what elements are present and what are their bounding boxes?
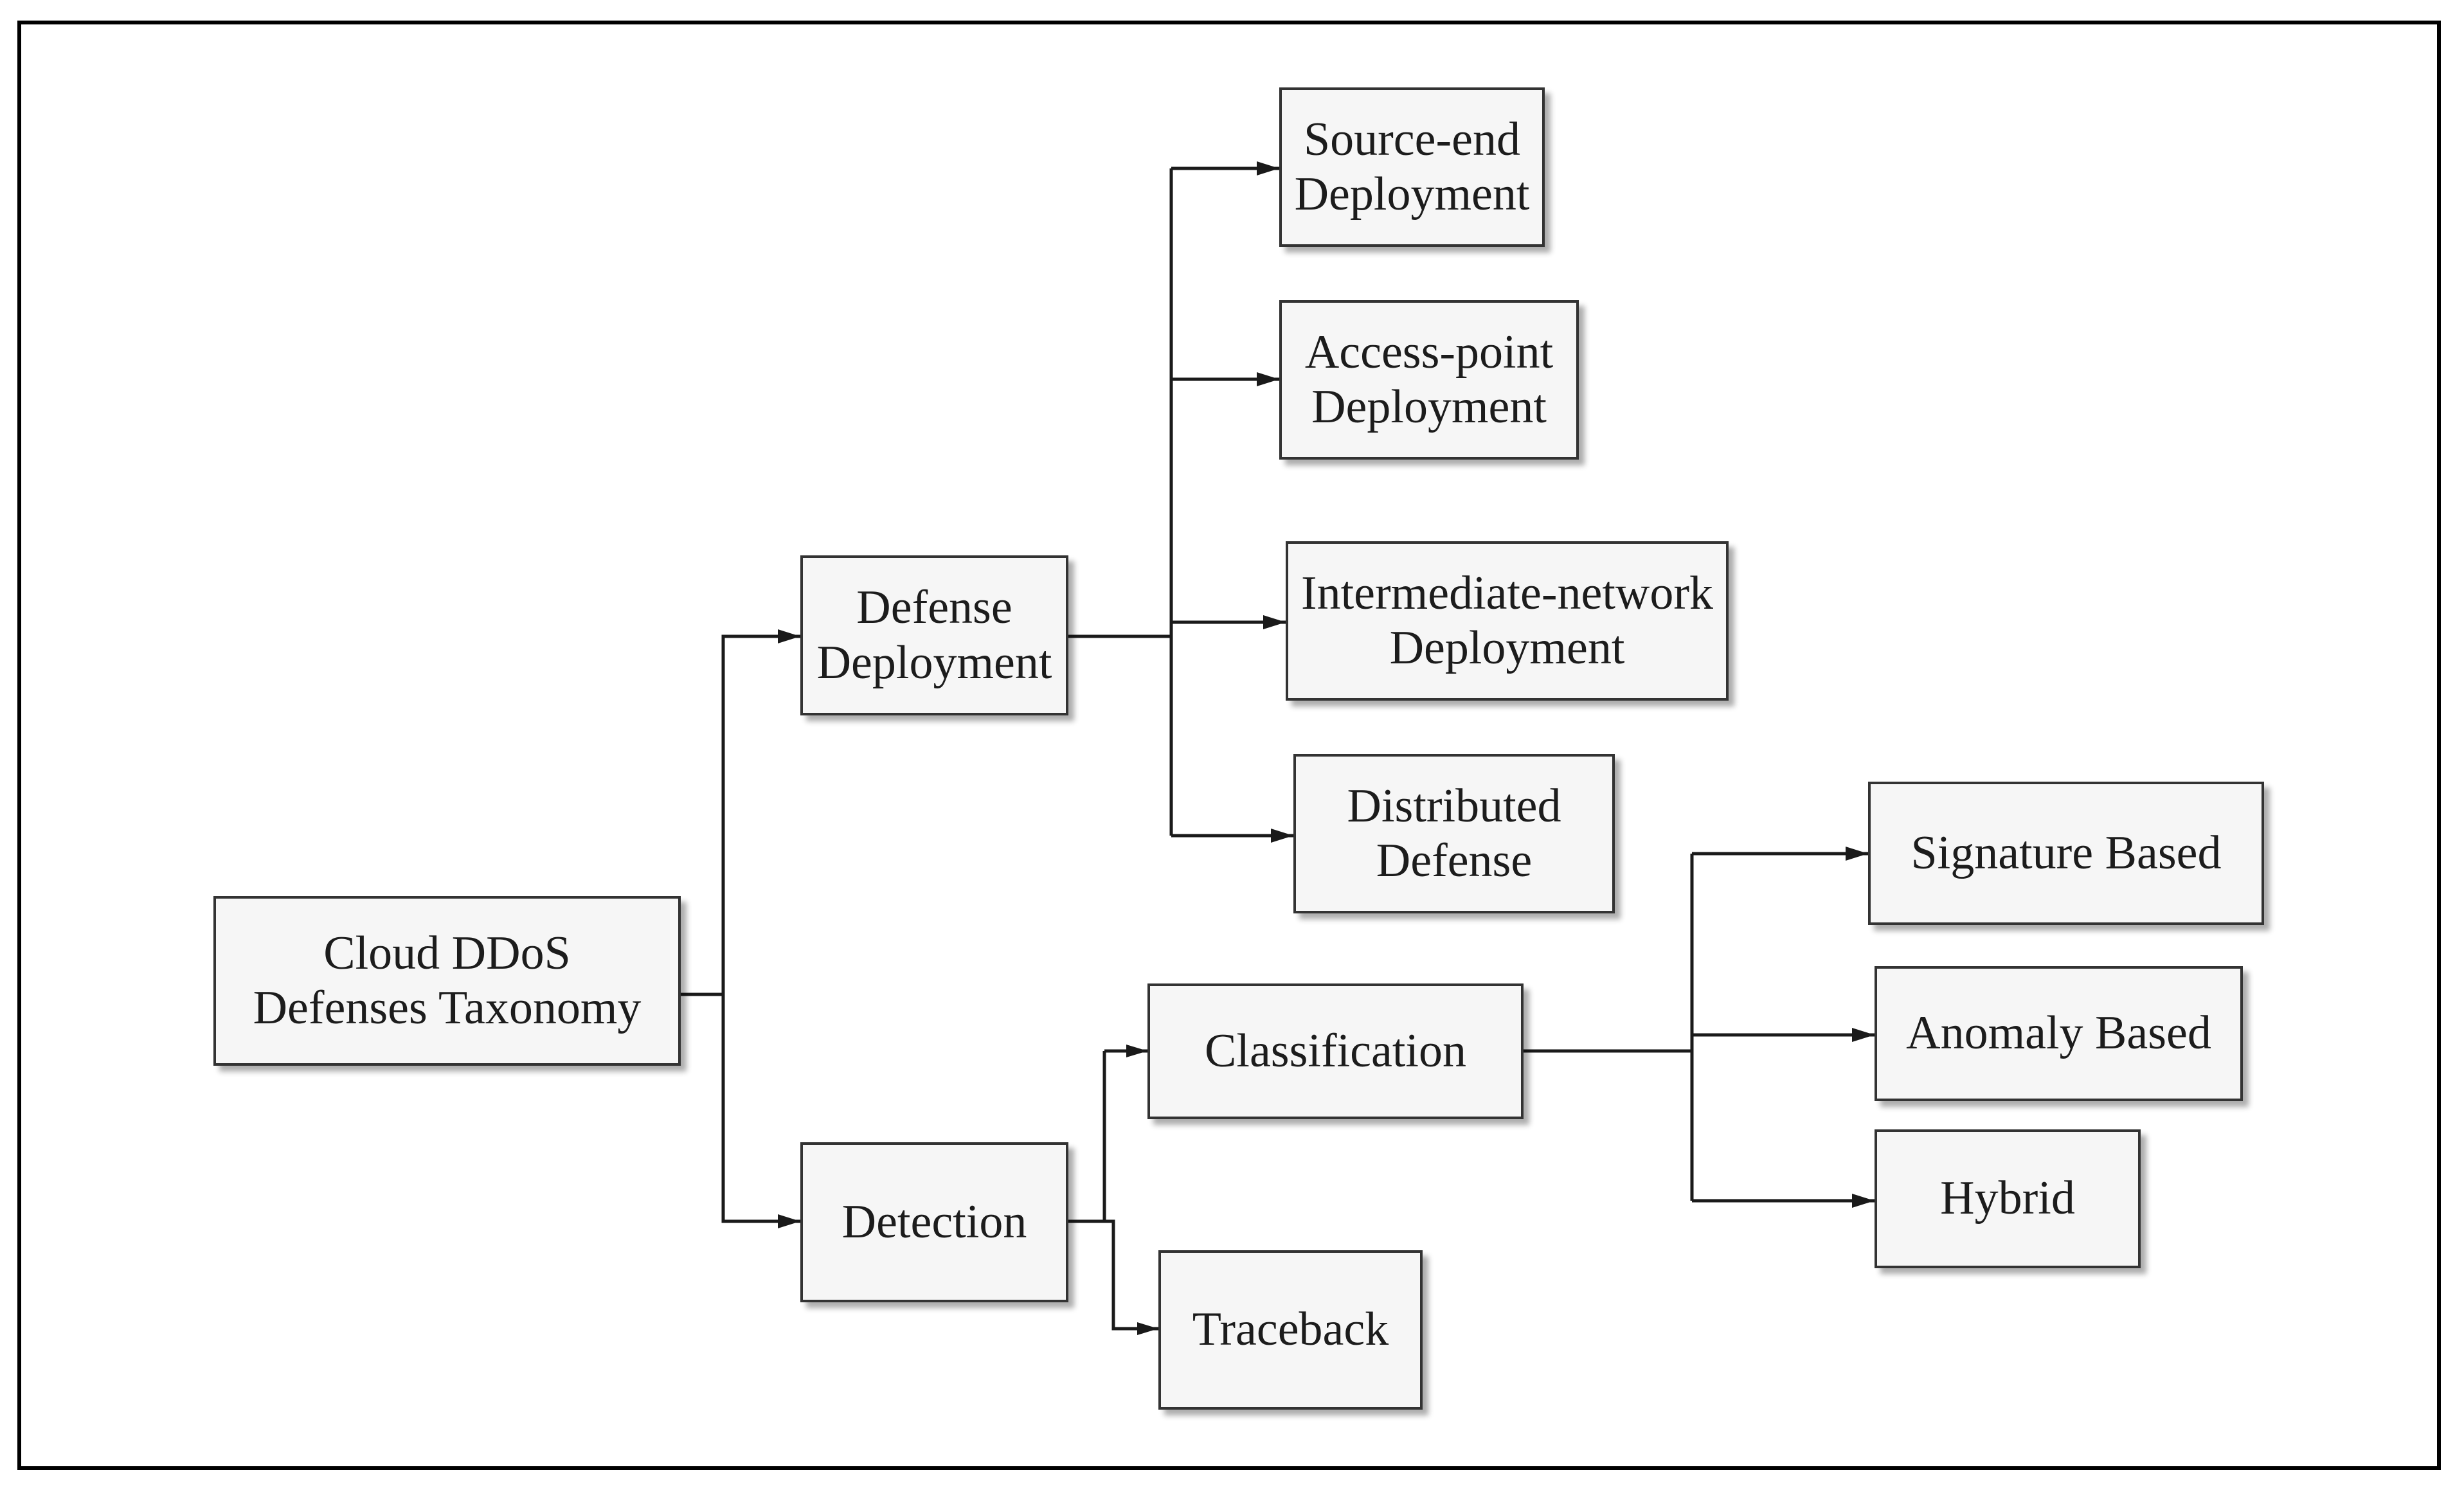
arrowhead-classification (1126, 1045, 1147, 1057)
node-intermediate-network-deployment: Intermediate-network Deployment (1286, 541, 1729, 701)
node-distributed-defense: Distributed Defense (1293, 754, 1615, 913)
node-detection: Detection (800, 1142, 1068, 1302)
node-classification: Classification (1147, 983, 1524, 1119)
node-defense-deployment: Defense Deployment (800, 555, 1068, 715)
connector-detection-trunk (1068, 1051, 1106, 1223)
arrowhead-intermediate-network (1263, 615, 1286, 629)
arrowhead-detection (778, 1214, 800, 1228)
arrowhead-source-end (1257, 161, 1279, 175)
node-access-point-deployment: Access-point Deployment (1279, 300, 1579, 460)
node-anomaly-based: Anomaly Based (1875, 966, 2243, 1101)
arrowhead-defense-deployment (778, 629, 800, 643)
node-traceback: Traceback (1158, 1250, 1423, 1410)
arrowhead-access-point (1257, 372, 1279, 386)
arrowhead-anomaly-based (1852, 1028, 1875, 1042)
node-signature-based: Signature Based (1868, 782, 2264, 925)
connector-detection-to-traceback (1104, 1219, 1158, 1331)
arrowhead-hybrid (1852, 1194, 1875, 1208)
node-source-end-deployment: Source-end Deployment (1279, 87, 1545, 247)
connector-root-to-detection (721, 994, 800, 1223)
arrowhead-signature-based (1846, 847, 1868, 861)
connector-root-to-defense-deployment (721, 634, 800, 994)
arrowhead-distributed-defense (1271, 829, 1293, 843)
arrowhead-traceback (1137, 1322, 1158, 1335)
node-cloud-ddos-defenses-taxonomy: Cloud DDoS Defenses Taxonomy (213, 896, 681, 1066)
node-hybrid: Hybrid (1875, 1129, 2141, 1268)
